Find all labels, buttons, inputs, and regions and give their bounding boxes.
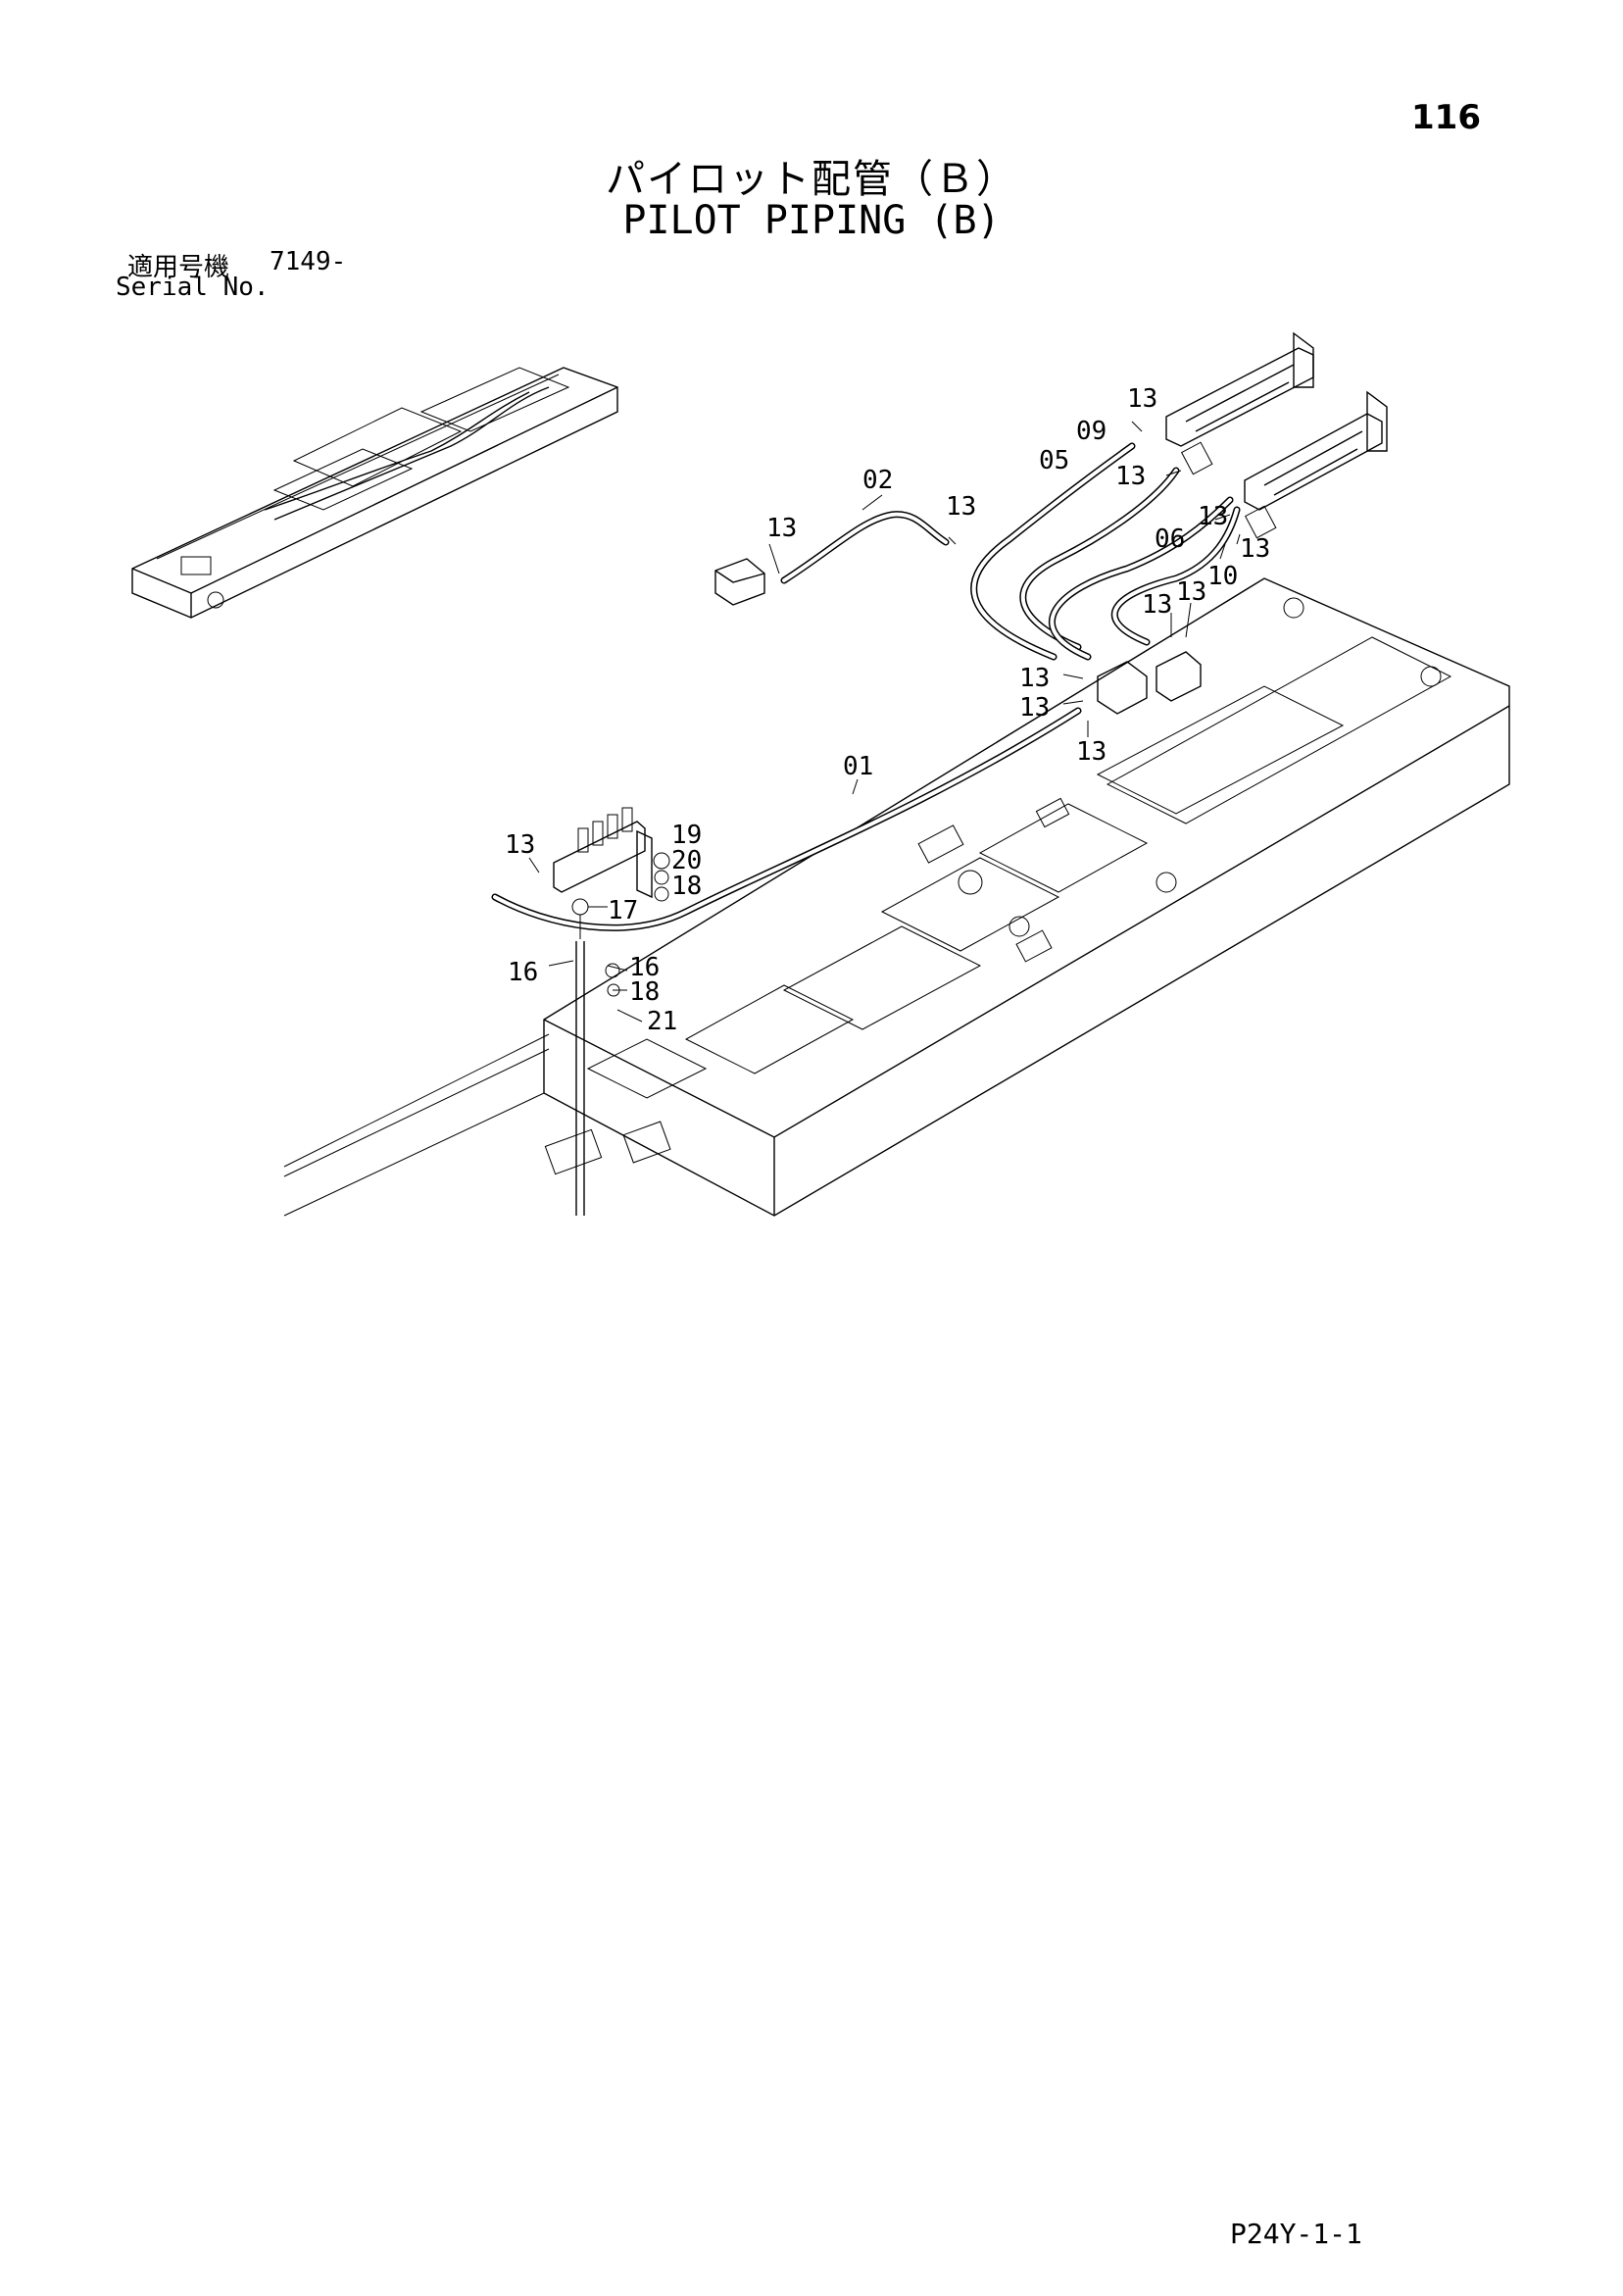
callout-17: 17 xyxy=(608,896,638,925)
serial-number-value: 7149- xyxy=(270,247,347,276)
callout-13-b: 13 xyxy=(946,492,976,522)
callout-05: 05 xyxy=(1039,446,1069,475)
callout-13-f: 13 xyxy=(1240,534,1270,564)
callout-20: 20 xyxy=(671,846,702,875)
page-title-japanese: パイロット配管（Ｂ） xyxy=(606,157,1017,202)
serial-label-english: Serial No. xyxy=(116,273,270,302)
callout-13-i: 13 xyxy=(1019,664,1050,693)
bracket-pipe xyxy=(571,898,620,1216)
overview-thumbnail xyxy=(131,367,618,619)
callout-09: 09 xyxy=(1076,417,1107,446)
cylinder-assemblies xyxy=(1165,331,1388,539)
pilot-piping-diagram: 02 13 13 05 09 13 13 13 06 13 10 13 13 1… xyxy=(131,331,1510,1217)
footer-drawing-code: P24Y-1-1 xyxy=(1230,2218,1362,2250)
callout-10: 10 xyxy=(1207,562,1238,591)
connector-block xyxy=(714,558,765,606)
callout-16-b: 16 xyxy=(629,953,660,982)
fitting-blocks xyxy=(1097,651,1202,715)
callout-13-a: 13 xyxy=(766,514,797,543)
washer-nut-stack xyxy=(653,852,670,902)
callout-21: 21 xyxy=(647,1007,677,1036)
serial-label-japanese: 適用号機 xyxy=(127,253,230,282)
callout-13-c: 13 xyxy=(1127,384,1157,414)
leader-lines xyxy=(528,421,1241,1023)
callout-13-e: 13 xyxy=(1198,502,1228,531)
callout-19: 19 xyxy=(671,821,702,850)
callout-02: 02 xyxy=(862,466,893,495)
callout-16-a: 16 xyxy=(508,958,538,987)
callout-13-j: 13 xyxy=(1019,693,1050,723)
callout-13-g: 13 xyxy=(1176,577,1206,607)
valve-block xyxy=(553,807,653,899)
callout-13-l: 13 xyxy=(505,830,535,860)
callout-labels: 02 13 13 05 09 13 13 13 06 13 10 13 13 1… xyxy=(505,384,1270,1036)
callout-06: 06 xyxy=(1155,524,1185,554)
hoses xyxy=(491,442,1241,931)
callout-13-k: 13 xyxy=(1076,737,1107,767)
callout-01: 01 xyxy=(843,752,873,781)
main-frame xyxy=(283,577,1510,1217)
callout-13-h: 13 xyxy=(1142,590,1172,620)
callout-18-a: 18 xyxy=(671,872,702,901)
page-number: 116 xyxy=(1411,98,1481,137)
page-title-english: PILOT PIPING (B) xyxy=(622,198,1001,243)
callout-18-b: 18 xyxy=(629,977,660,1007)
callout-13-d: 13 xyxy=(1115,462,1146,491)
